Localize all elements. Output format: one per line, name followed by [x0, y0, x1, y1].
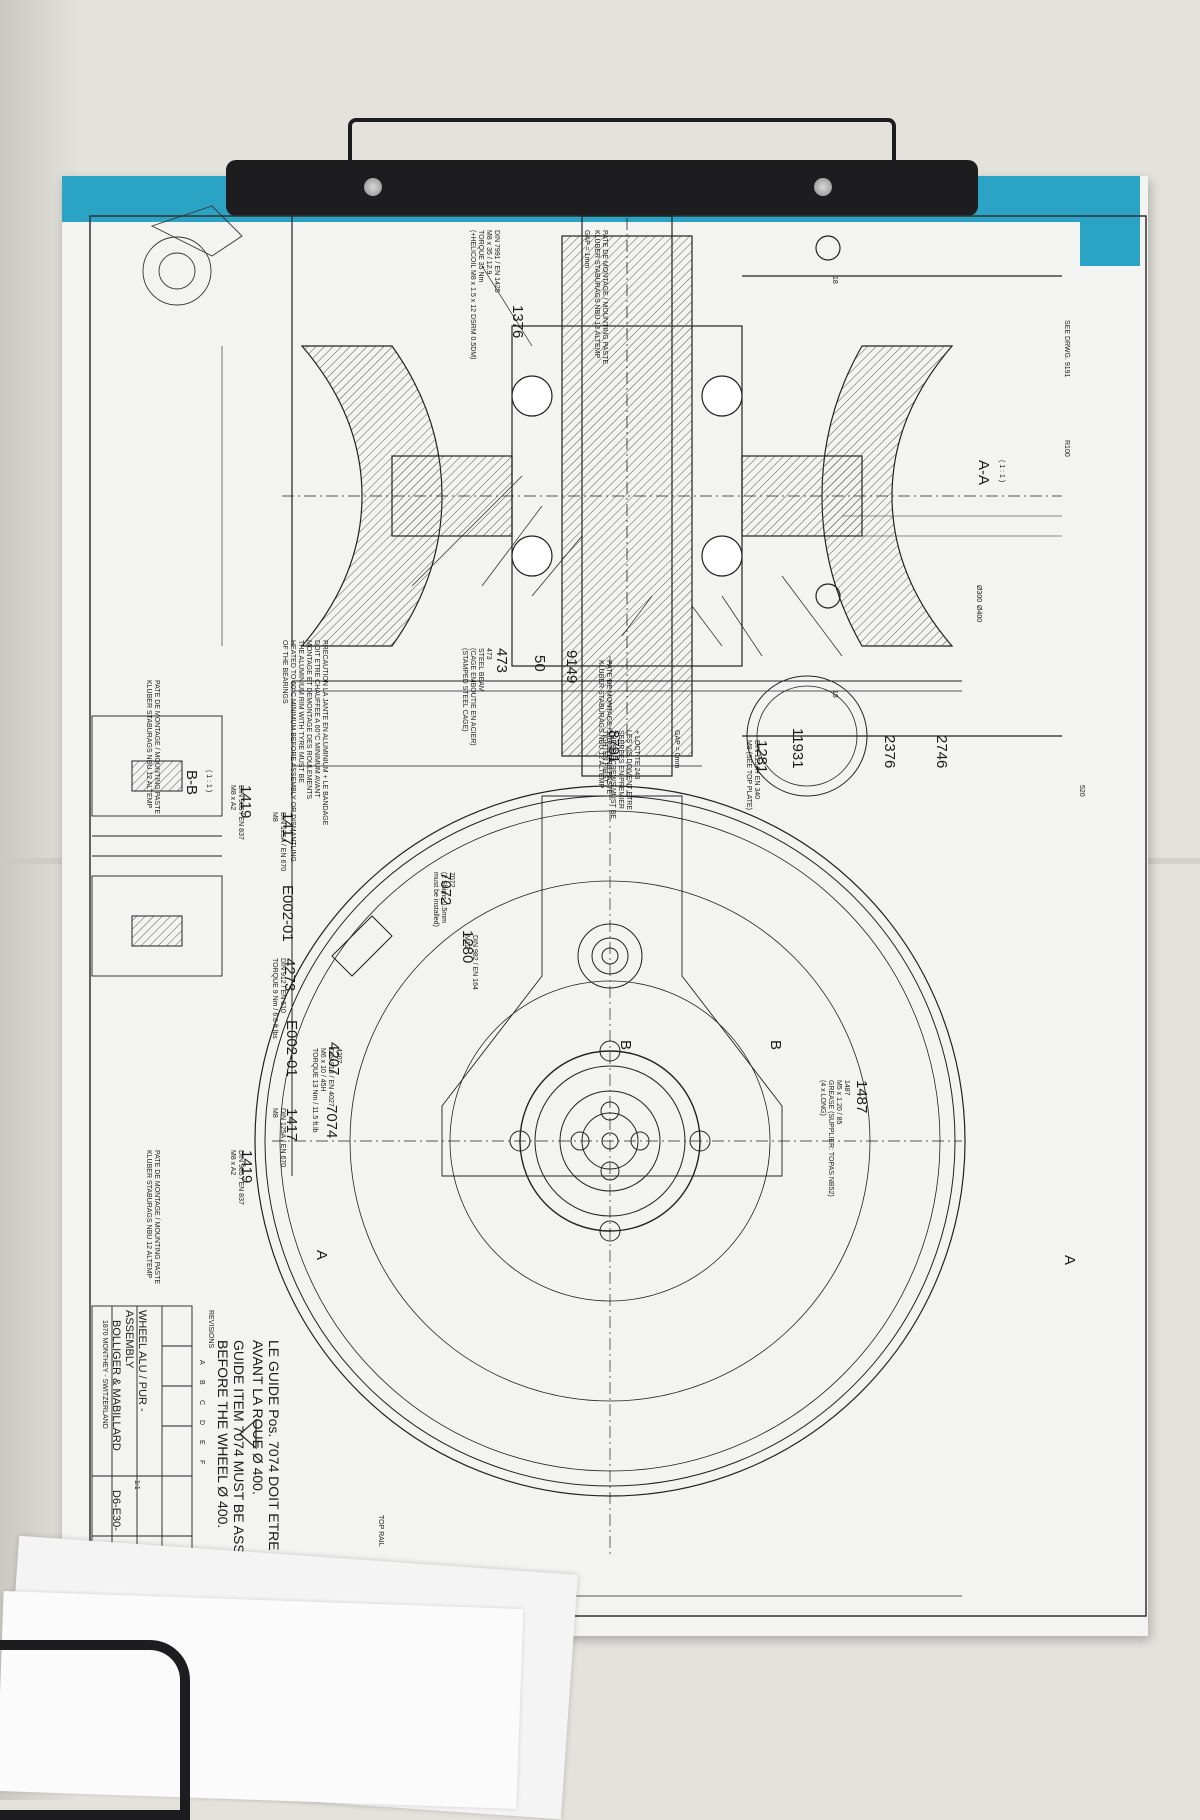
- part-number: 50: [531, 655, 548, 672]
- part-number: 2376: [881, 735, 898, 769]
- rev-letter: F: [198, 1460, 205, 1465]
- section-label: A-A: [975, 460, 992, 486]
- gap-bottom: GAP = 0mm: [673, 730, 680, 769]
- note-loctite: + LOCTITE 243 LES VIS DOIVENT ETRE SERRE…: [601, 730, 640, 819]
- rev-letter: C: [198, 1400, 205, 1406]
- see-drawing-note: SEE DRWG. 9191: [1063, 320, 1070, 378]
- clip-bar[interactable]: [226, 160, 978, 216]
- warning-icon: [239, 1418, 257, 1450]
- view-marker-a-left: A: [313, 1250, 330, 1261]
- scale-value: 1:1: [133, 1480, 140, 1490]
- view-marker-b-right: B: [767, 1040, 784, 1051]
- part-number: E002-01: [279, 885, 296, 942]
- note-1419-bottom: DIN 985 / EN 837 M8 x A2: [229, 1150, 244, 1205]
- dim-d400: Ø400: [975, 605, 982, 623]
- note-1419-top: DIN 985 / EN 837 M8 x A2: [229, 785, 244, 840]
- rev-letter: A: [198, 1360, 205, 1365]
- drawing-number: D6-E30-: [110, 1490, 122, 1531]
- note-1280: DIN 982 / EN 164 M12: [463, 935, 478, 990]
- title-line-1: WHEEL ALU / PUR -: [136, 1310, 148, 1412]
- screw-icon-right: [814, 178, 832, 196]
- part-number: 473: [493, 648, 510, 674]
- rev-letter: E: [198, 1440, 205, 1445]
- title-line-2: ASSEMBLY: [123, 1310, 135, 1369]
- dim-18-bottom: 18: [831, 690, 838, 698]
- note-mounting-paste-top: PATE DE MONTAGE / MOUNTING PASTE KLUBER …: [593, 230, 608, 365]
- note-mounting-paste-bb-bottom: PATE DE MONTAGE / MOUNTING PASTE KLUBER …: [145, 1150, 160, 1285]
- view-marker-a-right: A: [1061, 1255, 1078, 1266]
- dim-d300: Ø300: [975, 585, 982, 603]
- note-4273: DIN 912 / EN 610 TORQUE 9 Nm / 6.6 ft.lb…: [271, 958, 286, 1039]
- view-marker-b-left: B: [617, 1040, 634, 1051]
- note-preload: PRECAUTION LA JANTE EN ALUMINIUM + LE BA…: [281, 640, 328, 862]
- rev-letter: D: [198, 1420, 205, 1426]
- dim-520: 520: [1078, 785, 1085, 797]
- note-473: 473 STEEL BEAM (CAGE EMBOUTIE EN ACIER) …: [461, 648, 492, 746]
- company-name: BOLLIGER & MABILLARD: [110, 1320, 122, 1451]
- paper-tray: [0, 1640, 190, 1820]
- detail-scale: ( 1 : 1 ): [205, 770, 212, 793]
- note-mounting-paste-bb-top: PATE DE MONTAGE / MOUNTING PASTE KLUBER …: [145, 680, 160, 815]
- wheel-face-view: [254, 656, 966, 1597]
- note-1487: 1487 M5 x 1.20 / 85 GREASE (SUPPLIER: TO…: [819, 1080, 850, 1197]
- detail-b-b: [91, 715, 223, 977]
- part-number: 1487: [853, 1080, 870, 1114]
- dim-18-top: 18: [831, 276, 838, 284]
- note-7072: 7072 (2 Shims 0.5mm must be installed): [432, 872, 455, 927]
- revisions-label: REVISIONS: [207, 1310, 214, 1349]
- note-1376: DIN 7991 / EN 1425 M8 x 35 / 12.9 TORQUE…: [469, 230, 500, 360]
- assembly-thumbnail: [142, 205, 243, 306]
- screw-icon-left: [364, 178, 382, 196]
- part-number: 11931: [789, 728, 806, 769]
- note-1281: DIN 125A / EN 340 M8 (SEE TOP PLATE): [745, 740, 760, 810]
- dim-r100: R100: [1063, 440, 1070, 457]
- section-scale: ( 1 : 1 ): [998, 460, 1005, 483]
- company-address: 1870 MONTHEY - SWITZERLAND: [101, 1320, 108, 1429]
- clip-hook: [348, 118, 896, 166]
- technical-drawing: [89, 196, 1147, 1617]
- part-number: 2746: [933, 735, 950, 769]
- note-1417-bottom: DIN 125A / EN 670 M8: [271, 1108, 286, 1168]
- top-rail-label: TOP RAIL: [377, 1515, 384, 1547]
- gap-top: GAP = 1mm: [583, 230, 590, 269]
- part-number: 1376: [509, 305, 526, 339]
- section-a-a: [221, 196, 1062, 796]
- rev-letter: B: [198, 1380, 205, 1385]
- part-number: 9149: [563, 650, 580, 684]
- note-4207: 4207 DIN 913 / EN 4027 M6 x 10 / 45H TOR…: [311, 1048, 342, 1133]
- detail-label: B-B: [183, 770, 200, 796]
